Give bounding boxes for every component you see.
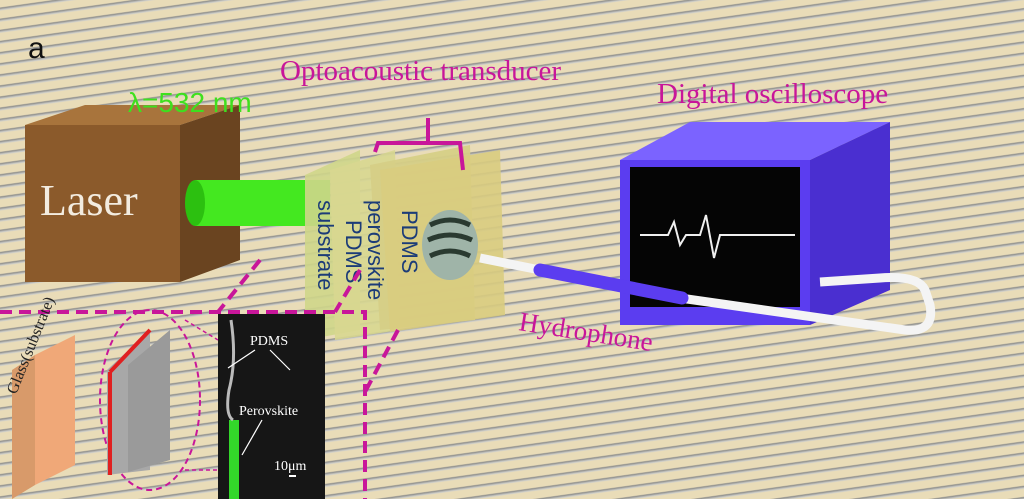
oscilloscope-title: Digital oscilloscope xyxy=(657,78,888,110)
digital-oscilloscope xyxy=(620,122,890,325)
laser-box: Laser xyxy=(25,105,240,282)
sem-pdms-label: PDMS xyxy=(250,334,288,349)
layer-pdms-1: PDMS xyxy=(341,220,366,284)
layer-pdms-2: PDMS xyxy=(397,210,422,274)
sem-perovskite-label: Perovskite xyxy=(239,404,298,419)
wavelength-label: λ=532 nm xyxy=(128,87,252,118)
hydrophone-cable xyxy=(479,253,936,335)
layer-perovskite: perovskite xyxy=(363,200,388,300)
laser-label: Laser xyxy=(40,176,138,225)
waveform xyxy=(640,214,795,259)
optoacoustic-transducer: substrate PDMS perovskite PDMS xyxy=(305,145,505,340)
oscilloscope-screen xyxy=(630,167,800,307)
layer-substrate: substrate xyxy=(313,200,338,291)
transducer-title: Optoacoustic transducer xyxy=(280,55,561,87)
transducer-bracket xyxy=(373,118,465,171)
sem-scale-label: 10μm xyxy=(274,459,307,474)
panel-label: a xyxy=(28,32,45,65)
hydrophone-probe xyxy=(533,263,689,305)
